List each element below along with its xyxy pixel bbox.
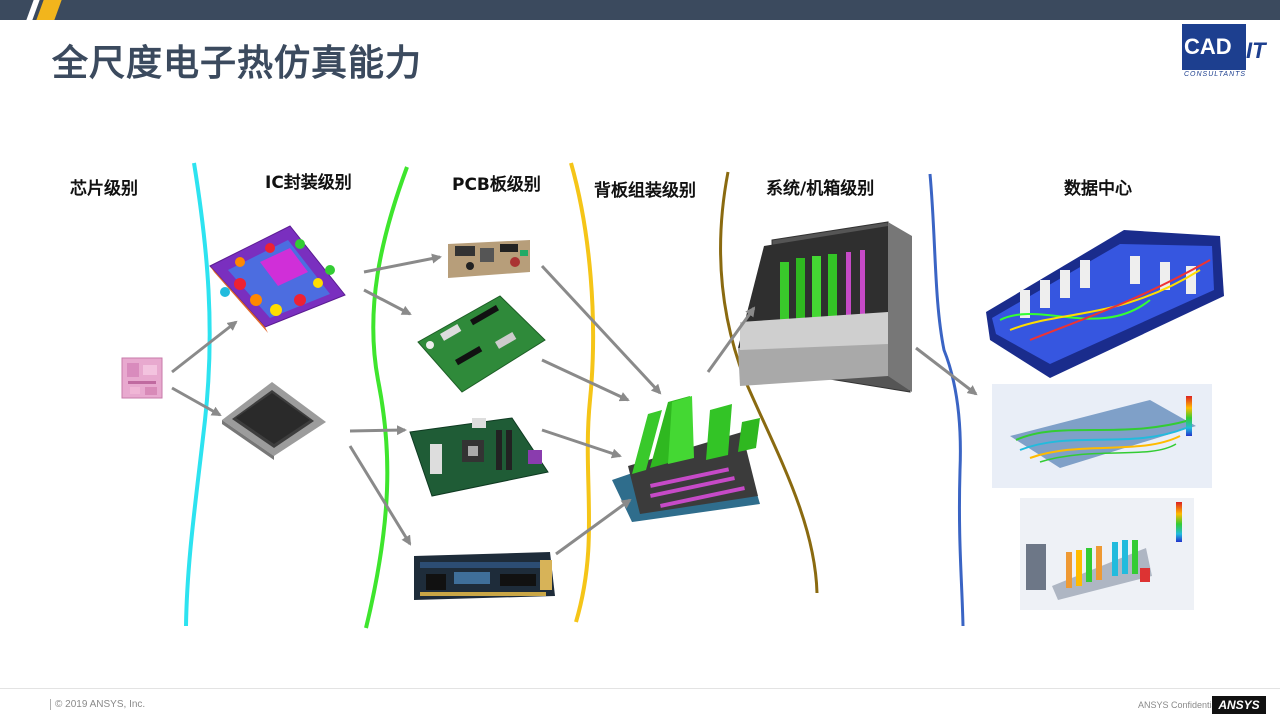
divider-ic-pcb bbox=[364, 166, 409, 629]
footer-copyright: © 2019 ANSYS, Inc. bbox=[50, 699, 145, 710]
arrow-qfp-to-pcb3 bbox=[349, 425, 407, 436]
pcb-expansion-card-image bbox=[414, 552, 555, 600]
arrow-chip-to-qfp bbox=[171, 386, 222, 417]
datacenter-streamlines-image bbox=[992, 384, 1212, 488]
logo-brand-suffix: IT bbox=[1246, 38, 1266, 63]
ic-package-simulation-image bbox=[209, 225, 346, 333]
pcb-motherboard-image bbox=[409, 417, 549, 497]
pcb-board-2-image bbox=[417, 295, 546, 393]
page-title: 全尺度电子热仿真能力 bbox=[52, 43, 423, 84]
arrow-ic-to-pcb2 bbox=[363, 288, 412, 316]
divider-pcb-backplane bbox=[569, 162, 596, 623]
datacenter-rack-thermal-image bbox=[1020, 498, 1194, 610]
datacenter-layout-image bbox=[986, 230, 1224, 378]
system-chassis-image bbox=[738, 221, 912, 393]
level-label-backplane: 背板组装级别 bbox=[594, 181, 696, 201]
divider-chip-ic bbox=[184, 162, 212, 627]
logo-brand: CAD bbox=[1184, 34, 1232, 59]
arrow-qfp-to-pcb4 bbox=[348, 445, 412, 546]
chip-die-image bbox=[121, 357, 163, 399]
level-label-pcb: PCB板级别 bbox=[452, 175, 541, 195]
level-label-ic-package: IC封装级别 bbox=[265, 173, 352, 193]
footer-confidential: ANSYS Confidential bbox=[1138, 700, 1219, 710]
pcb-board-1-image bbox=[448, 240, 530, 278]
ansys-logo: ANSYS bbox=[1212, 696, 1266, 714]
divider-system-datacenter bbox=[928, 173, 965, 627]
level-label-datacenter: 数据中心 bbox=[1064, 179, 1132, 199]
level-label-chip: 芯片级别 bbox=[70, 179, 138, 199]
backplane-assembly-image bbox=[612, 396, 760, 522]
arrow-pcb3-to-backplane bbox=[541, 428, 622, 459]
arrow-backplane-to-system bbox=[706, 306, 756, 373]
footer-divider bbox=[0, 688, 1280, 689]
level-label-system: 系统/机箱级别 bbox=[766, 179, 875, 199]
qfp-chip-image bbox=[222, 382, 326, 460]
arrow-pcb2-to-backplane bbox=[541, 358, 630, 402]
arrow-pcb1-to-backplane bbox=[540, 264, 662, 395]
arrow-pcb4-to-backplane bbox=[555, 498, 632, 556]
logo-tagline: CONSULTANTS bbox=[1184, 71, 1247, 78]
arrow-system-to-datacenter bbox=[915, 346, 978, 396]
arrow-ic-to-pcb1 bbox=[363, 253, 442, 274]
cadit-logo: CAD IT CONSULTANTS bbox=[1182, 24, 1276, 80]
top-bar bbox=[0, 0, 1280, 20]
arrow-chip-to-ic bbox=[171, 320, 238, 374]
logo-box: CAD bbox=[1182, 24, 1246, 70]
